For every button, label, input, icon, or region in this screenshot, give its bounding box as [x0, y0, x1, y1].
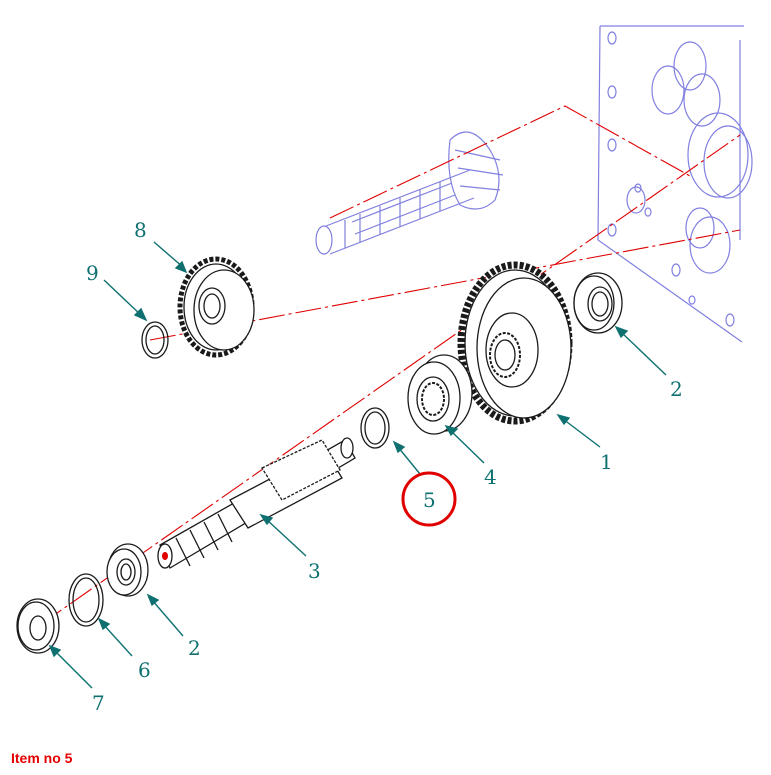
leader-lines — [48, 241, 667, 689]
callout-1: 1 — [600, 450, 613, 474]
highlight-circle — [401, 471, 457, 527]
callout-4: 4 — [484, 465, 497, 489]
gear-item-1 — [457, 261, 573, 425]
callout-2-bottom: 2 — [188, 636, 201, 660]
item-caption: Item no 5 — [11, 750, 73, 766]
callout-9: 9 — [86, 261, 99, 285]
callout-2-top: 2 — [670, 377, 683, 401]
callout-6: 6 — [138, 658, 151, 682]
pinion-shaft — [315, 131, 504, 255]
shaft-item-3 — [157, 437, 356, 569]
callout-7: 7 — [92, 691, 105, 715]
sleeve-item-4 — [407, 354, 473, 435]
callout-8: 8 — [134, 218, 147, 242]
bearing-item-2-top — [573, 272, 623, 334]
gearbox-housing — [597, 25, 753, 343]
callout-numbers: 8 9 2 1 4 3 2 6 7 5 — [86, 218, 683, 715]
washer-item-7 — [16, 598, 60, 654]
bearing-item-2-bottom — [106, 543, 149, 597]
callout-3: 3 — [308, 559, 321, 583]
circlip-item-5 — [360, 407, 390, 449]
circlip-item-6 — [68, 573, 104, 627]
assembly-axis-lines — [39, 105, 741, 626]
gear-item-8 — [177, 256, 255, 358]
callout-5: 5 — [423, 488, 436, 512]
circlip-item-9 — [141, 321, 169, 359]
